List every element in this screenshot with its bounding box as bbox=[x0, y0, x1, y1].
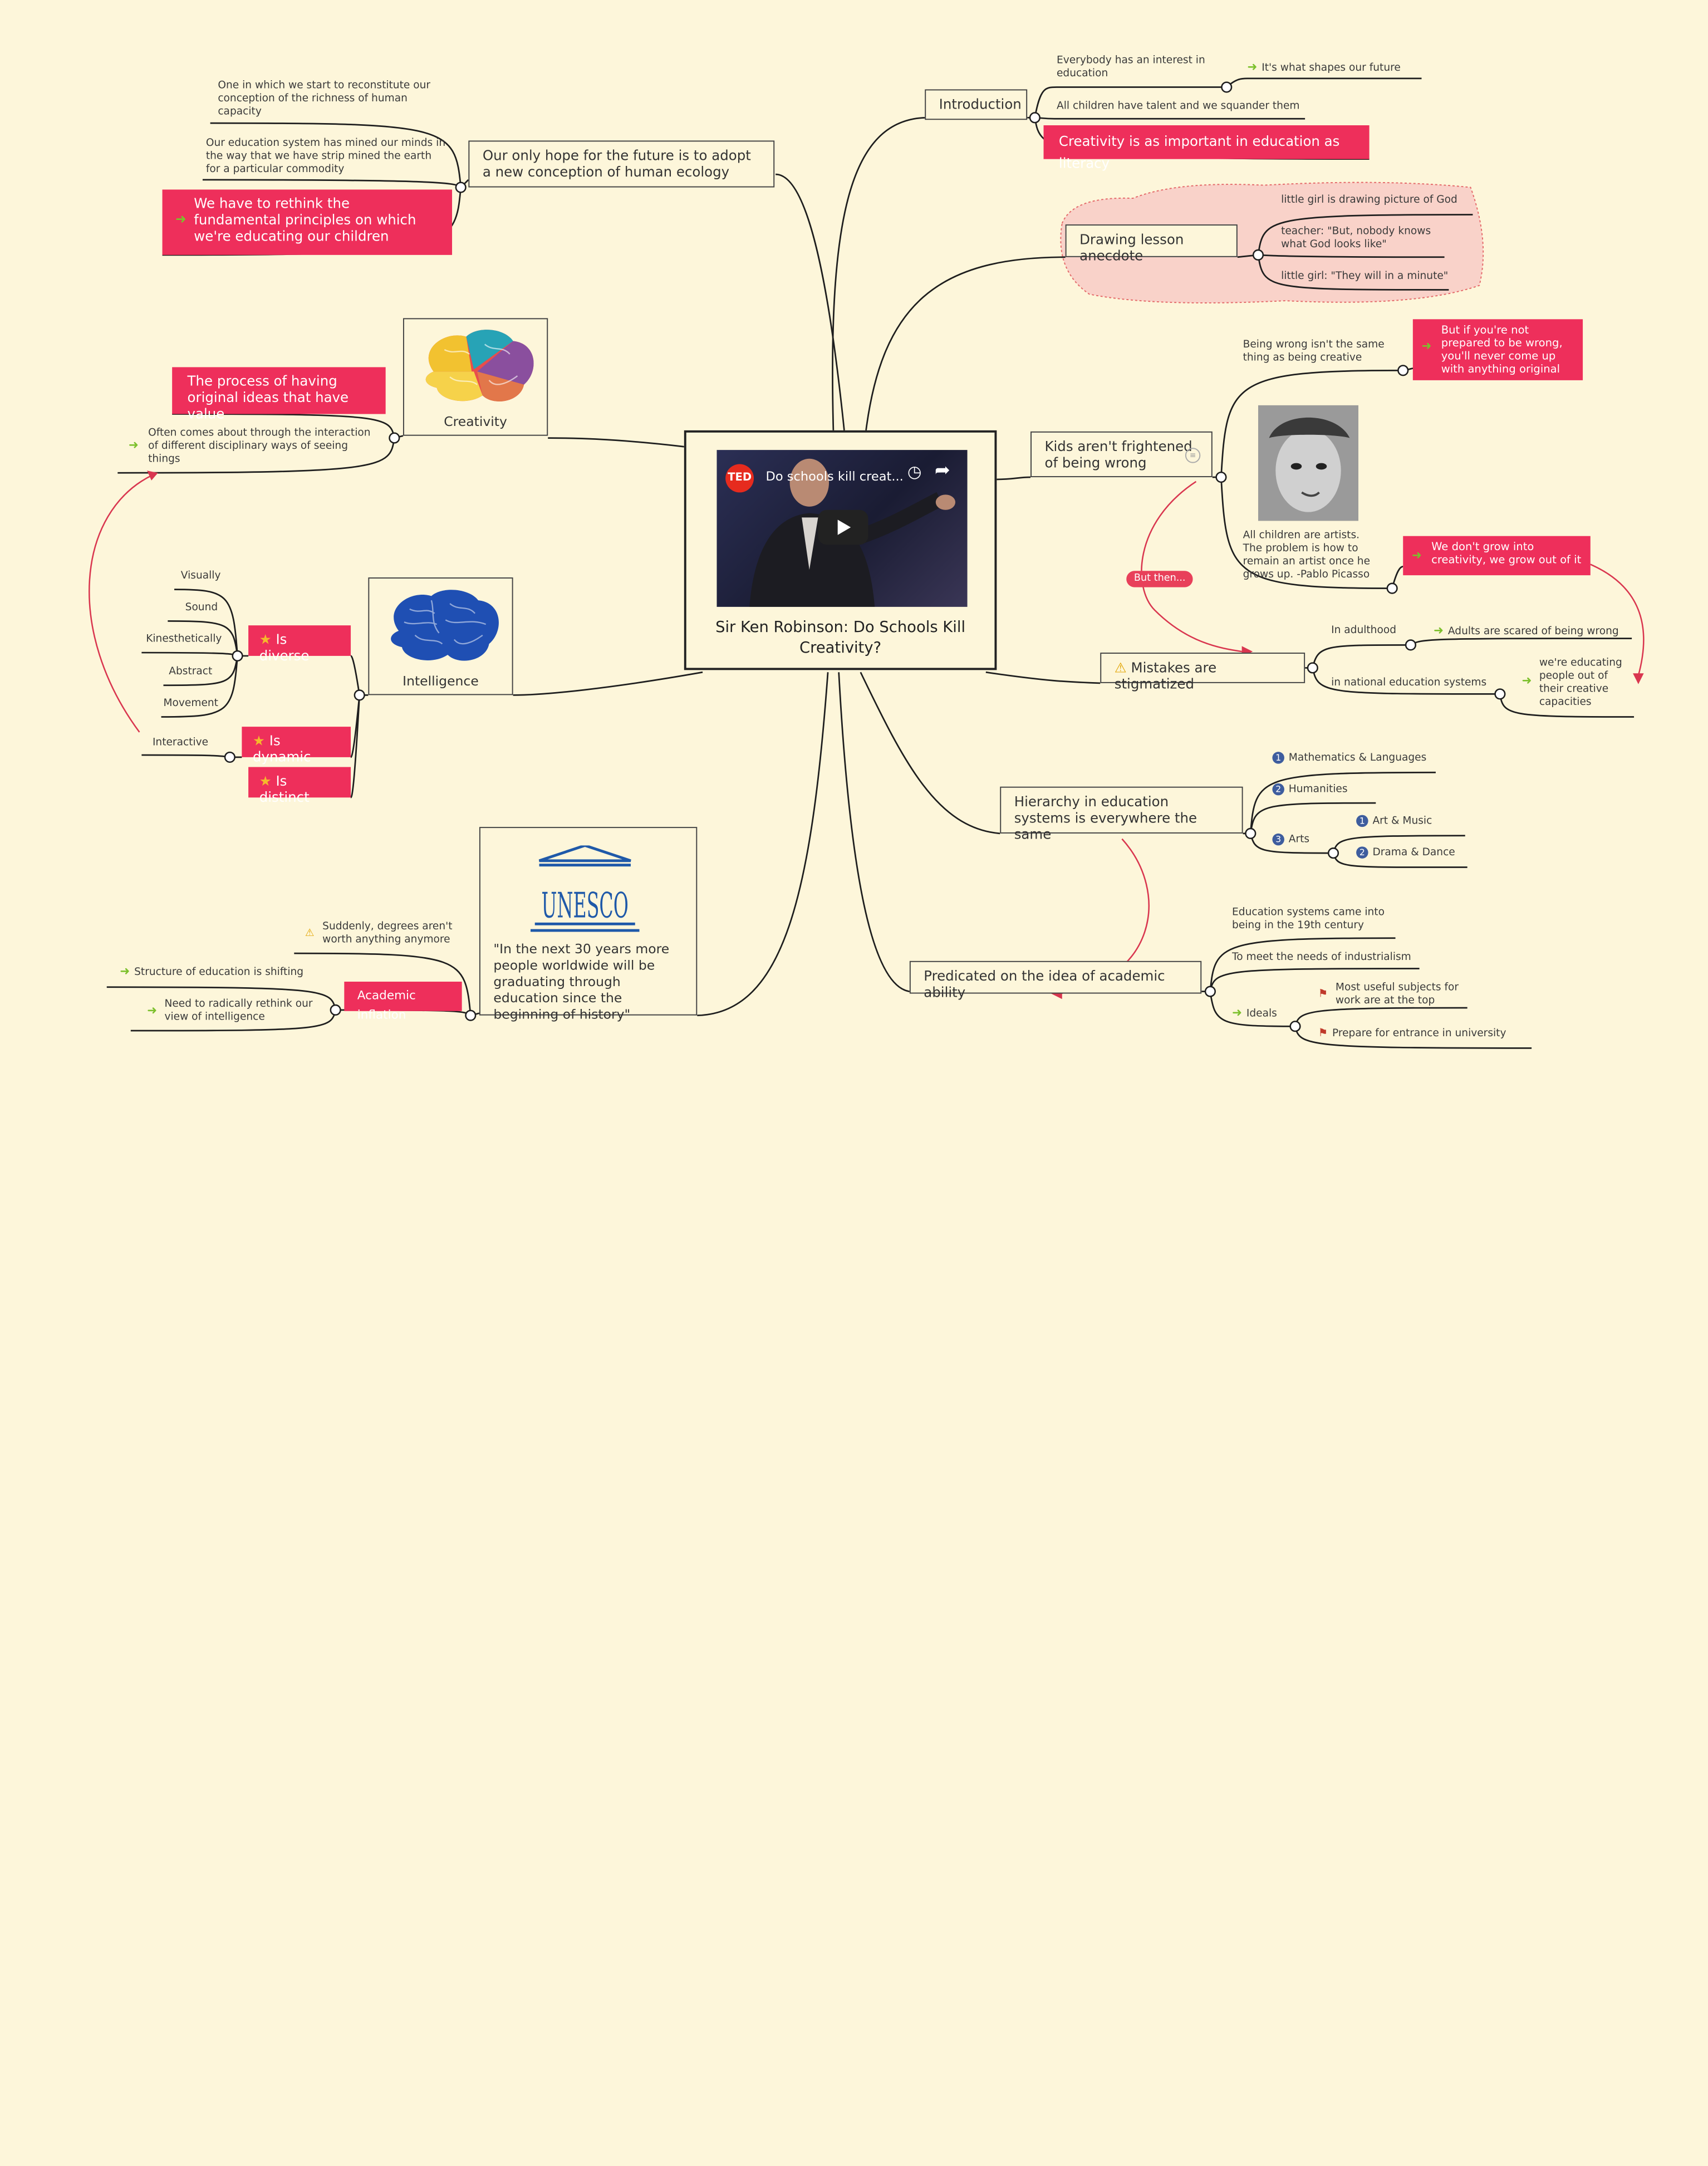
intro-interest[interactable]: Everybody has an interest in education bbox=[1056, 54, 1205, 80]
intelligence-interactive[interactable]: Interactive bbox=[152, 736, 209, 749]
ecology-mined[interactable]: Our education system has mined our minds… bbox=[205, 137, 446, 176]
unesco-academic-inflation[interactable]: Academic inflation bbox=[344, 981, 462, 1022]
picasso-photo bbox=[1258, 405, 1359, 521]
flag-icon: ⚑ bbox=[1318, 1027, 1328, 1040]
intro-talent[interactable]: All children have talent and we squander… bbox=[1056, 100, 1300, 112]
topic-intelligence-label: Intelligence bbox=[403, 673, 479, 689]
flag-icon: ⚑ bbox=[1318, 988, 1328, 1001]
star-icon: ★ bbox=[259, 630, 272, 648]
brain-blue-icon bbox=[391, 590, 499, 661]
intelligence-distinct[interactable]: ★Is distinct bbox=[248, 767, 351, 805]
intelligence-way-kinesthetically[interactable]: Kinesthetically bbox=[146, 633, 222, 645]
predicated-ideals[interactable]: ➜Ideals bbox=[1232, 1006, 1277, 1020]
predicated-19th-century[interactable]: Education systems came into being in the… bbox=[1232, 906, 1385, 932]
clock-icon[interactable]: ◷ bbox=[907, 462, 922, 482]
green-arrow-icon: ➜ bbox=[120, 964, 130, 979]
green-arrow-icon: ➜ bbox=[1421, 339, 1432, 353]
share-icon[interactable]: ➦ bbox=[934, 459, 950, 482]
predicated-industrialism[interactable]: To meet the needs of industrialism bbox=[1232, 951, 1411, 963]
predicated-entrance[interactable]: ⚑Prepare for entrance in university bbox=[1318, 1027, 1506, 1040]
mistakes-adulthood[interactable]: In adulthood bbox=[1331, 624, 1397, 636]
mistakes-educating-out[interactable]: ➜ we're educating people out of their cr… bbox=[1522, 656, 1622, 708]
unesco-degrees[interactable]: ⚠ Suddenly, degrees aren't worth anythin… bbox=[305, 920, 453, 946]
brain-colorful-icon bbox=[425, 330, 534, 401]
unesco-logo: UNESCO bbox=[530, 845, 640, 932]
topic-intelligence[interactable]: Intelligence bbox=[368, 577, 513, 695]
mistakes-national[interactable]: in national education systems bbox=[1331, 677, 1487, 689]
intro-creativity-literacy[interactable]: Creativity is as important in education … bbox=[1043, 125, 1370, 171]
mistakes-adults-scared[interactable]: ➜Adults are scared of being wrong bbox=[1434, 623, 1619, 638]
kids-not-prepared[interactable]: ➜ But if you're not prepared to be wrong… bbox=[1412, 319, 1583, 380]
warning-icon: ⚠ bbox=[1114, 659, 1127, 676]
intelligence-way-abstract[interactable]: Abstract bbox=[169, 665, 213, 678]
intelligence-way-movement[interactable]: Movement bbox=[163, 697, 218, 709]
topic-drawing-anecdote[interactable]: Drawing lesson anecdote bbox=[1065, 224, 1238, 264]
topic-mistakes-stigmatized[interactable]: ⚠Mistakes are stigmatized bbox=[1100, 653, 1305, 692]
intelligence-diverse[interactable]: ★Is diverse bbox=[248, 625, 351, 664]
topic-human-ecology[interactable]: Our only hope for the future is to adopt… bbox=[468, 140, 775, 188]
play-icon[interactable] bbox=[818, 509, 868, 545]
green-arrow-icon: ➜ bbox=[1232, 1006, 1243, 1020]
topic-predicated[interactable]: Predicated on the idea of academic abili… bbox=[909, 961, 1202, 1000]
predicated-useful[interactable]: ⚑ Most useful subjects for work are at t… bbox=[1318, 981, 1459, 1007]
unesco-rethink-intelligence[interactable]: ➜ Need to radically rethink our view of … bbox=[147, 998, 313, 1023]
kids-picasso-quote[interactable]: All children are artists. The problem is… bbox=[1243, 529, 1371, 581]
central-topic[interactable]: TED Do schools kill creat... ◷ ➦ Sir Ken… bbox=[684, 430, 997, 670]
unesco-logo-text: UNESCO bbox=[541, 885, 629, 926]
creativity-interaction[interactable]: ➜ Often comes about through the interact… bbox=[128, 427, 371, 465]
intelligence-way-visually[interactable]: Visually bbox=[180, 570, 221, 582]
ted-logo: TED bbox=[725, 464, 754, 493]
intro-interest-note[interactable]: ➜It's what shapes our future bbox=[1247, 60, 1401, 75]
green-arrow-icon: ➜ bbox=[1247, 60, 1258, 75]
star-icon: ★ bbox=[259, 772, 272, 789]
unesco-quote: "In the next 30 years more people worldw… bbox=[493, 941, 670, 1022]
green-arrow-icon: ➜ bbox=[1411, 548, 1422, 562]
ecology-reconstitute[interactable]: One in which we start to reconstitute ou… bbox=[218, 79, 431, 118]
green-arrow-icon: ➜ bbox=[1434, 623, 1444, 638]
relation-label-but-then[interactable]: But then... bbox=[1126, 571, 1194, 587]
topic-introduction[interactable]: Introduction bbox=[925, 89, 1028, 120]
kids-grow-out[interactable]: ➜ We don't grow into creativity, we grow… bbox=[1403, 536, 1591, 576]
note-icon[interactable]: ≡ bbox=[1185, 448, 1201, 463]
warning-icon: ⚠ bbox=[305, 927, 315, 939]
ecology-rethink[interactable]: ➜ We have to rethink the fundamental pri… bbox=[162, 189, 453, 255]
kids-wrong-creative[interactable]: Being wrong isn't the same thing as bein… bbox=[1243, 339, 1385, 364]
topic-kids-wrong[interactable]: Kids aren't frightened of being wrong ≡ bbox=[1030, 431, 1213, 478]
green-arrow-icon: ➜ bbox=[175, 211, 186, 227]
topic-creativity-label: Creativity bbox=[444, 414, 507, 429]
topic-unesco[interactable]: UNESCO "In the next 30 years more people… bbox=[479, 827, 698, 1022]
central-topic-title: Sir Ken Robinson: Do Schools Kill Creati… bbox=[715, 619, 966, 657]
green-arrow-icon: ➜ bbox=[1522, 673, 1532, 688]
topic-creativity[interactable]: Creativity bbox=[403, 318, 548, 436]
drawing-item-1[interactable]: little girl is drawing picture of God bbox=[1281, 194, 1457, 206]
video-thumbnail[interactable]: TED Do schools kill creat... ◷ ➦ bbox=[716, 450, 968, 607]
topic-kids-wrong-label: Kids aren't frightened of being wrong bbox=[1044, 438, 1192, 471]
intelligence-way-sound[interactable]: Sound bbox=[185, 601, 218, 614]
video-title[interactable]: Do schools kill creat... bbox=[765, 468, 904, 484]
drawing-item-3[interactable]: little girl: "They will in a minute" bbox=[1281, 270, 1449, 282]
drawing-item-2[interactable]: teacher: "But, nobody knows what God loo… bbox=[1281, 226, 1431, 251]
star-icon: ★ bbox=[252, 732, 265, 749]
green-arrow-icon: ➜ bbox=[147, 1003, 158, 1018]
green-arrow-icon: ➜ bbox=[128, 438, 139, 453]
creativity-definition[interactable]: The process of having original ideas tha… bbox=[172, 367, 386, 422]
unesco-structure[interactable]: ➜Structure of education is shifting bbox=[120, 964, 304, 979]
picasso-portrait bbox=[1258, 405, 1359, 521]
intelligence-dynamic[interactable]: ★Is dynamic bbox=[242, 727, 351, 765]
topic-hierarchy[interactable]: Hierarchy in education systems is everyw… bbox=[1000, 786, 1243, 842]
